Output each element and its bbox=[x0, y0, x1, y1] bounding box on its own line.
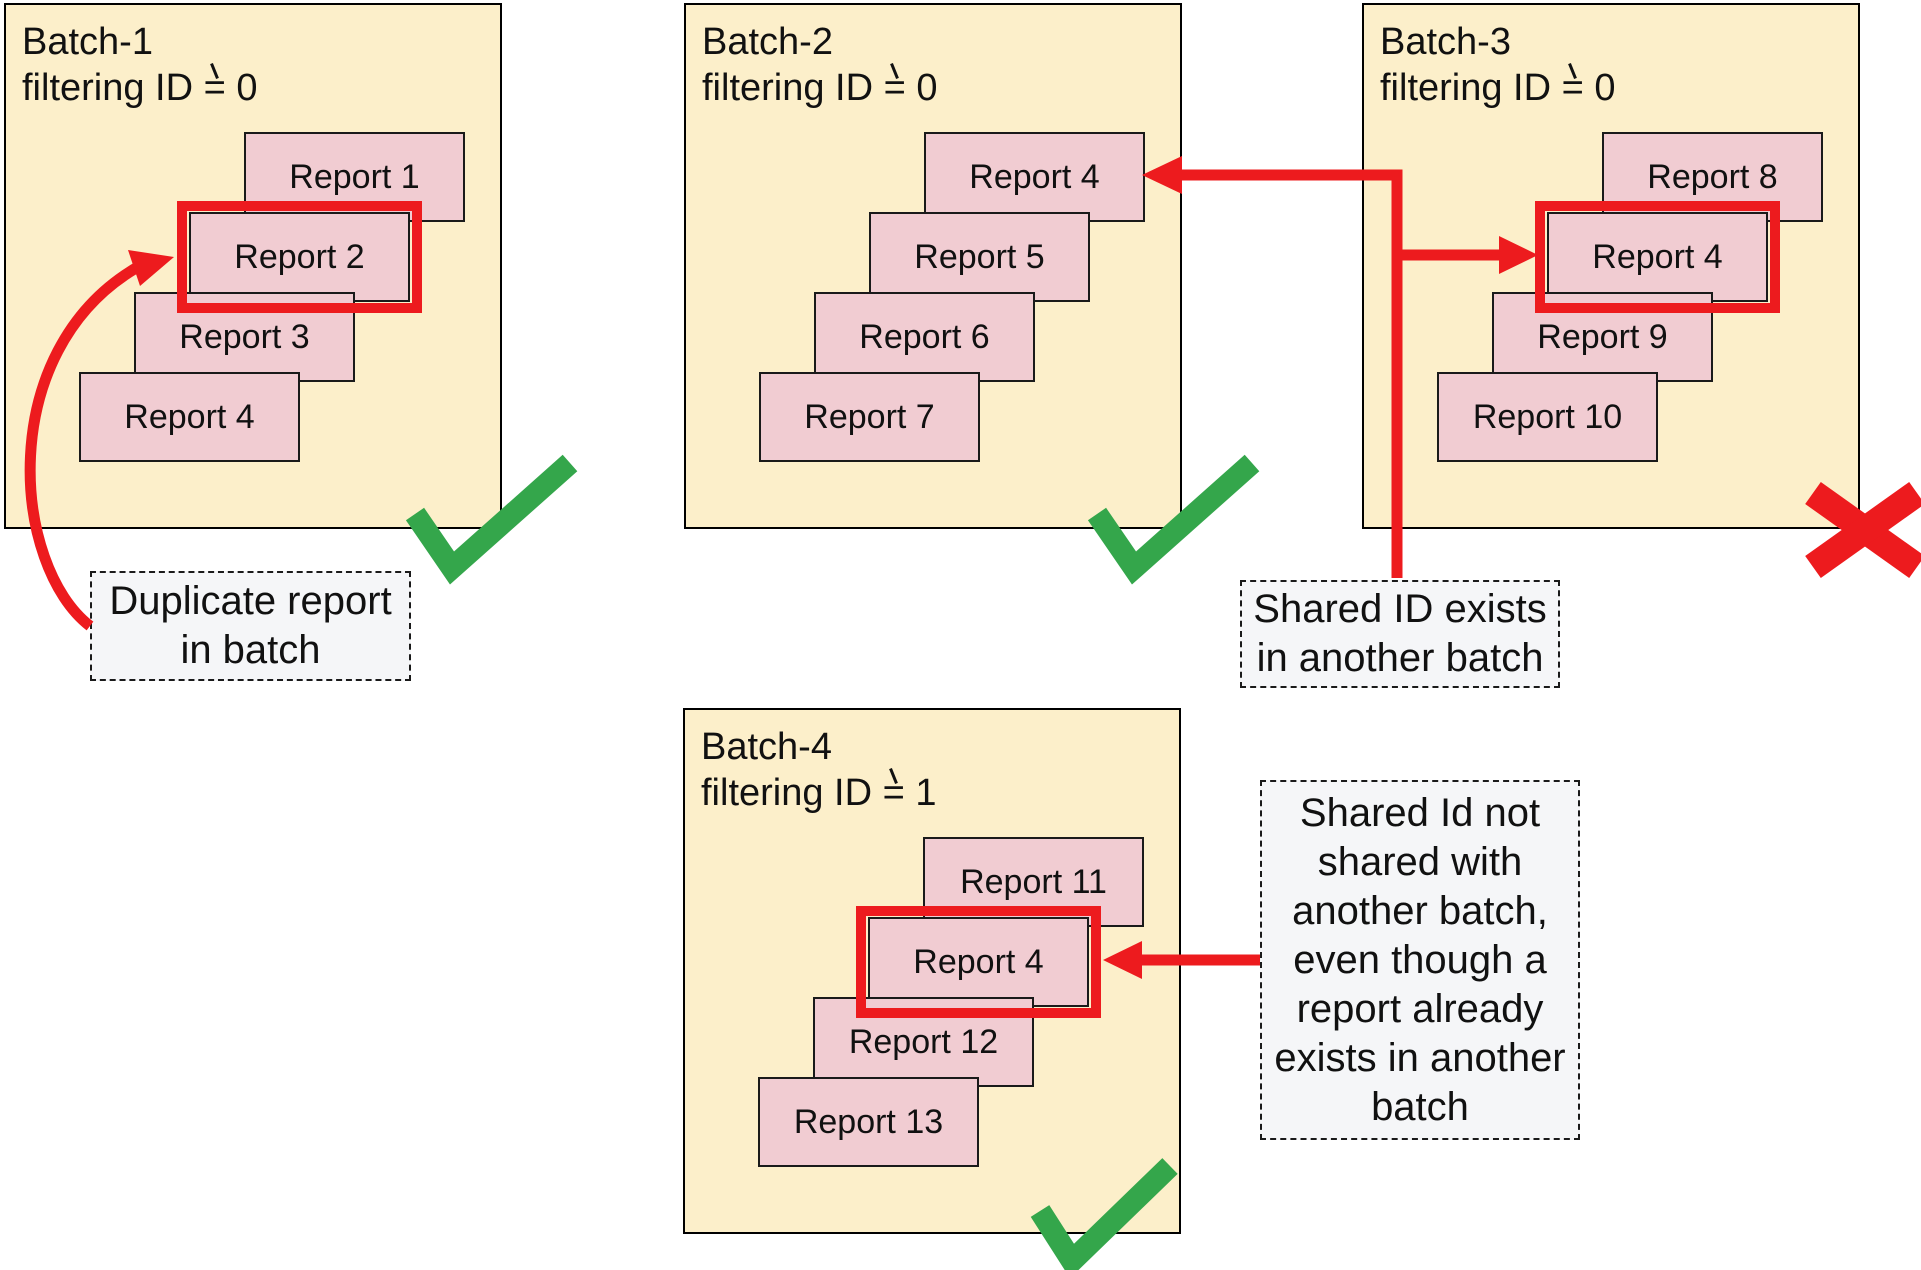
report-card: Report 4 bbox=[79, 372, 300, 462]
batch-4-title: Batch-4 filtering ID = 1 bbox=[701, 726, 937, 814]
report-label: Report 1 bbox=[289, 157, 420, 196]
report-card: Report 10 bbox=[1437, 372, 1658, 462]
report-card: Report 6 bbox=[814, 292, 1035, 382]
report-card: Report 11 bbox=[923, 837, 1144, 927]
report-card: Report 7 bbox=[759, 372, 980, 462]
report-label: Report 9 bbox=[1537, 317, 1668, 356]
report-label: Report 4 bbox=[124, 397, 255, 436]
report-label: Report 10 bbox=[1472, 397, 1623, 436]
batch-3-box: Batch-3 filtering ID = 0 Report 8 Report … bbox=[1362, 3, 1860, 529]
duplicate-highlight-outline bbox=[177, 201, 422, 313]
report-label: Report 11 bbox=[960, 862, 1107, 901]
report-label: Report 3 bbox=[179, 317, 310, 356]
shared-id-exists-note: Shared ID exists in another batch bbox=[1240, 580, 1560, 688]
batch-1-box: Batch-1 filtering ID = 0 Report 1 Report … bbox=[4, 3, 502, 529]
batch-3-title: Batch-3 filtering ID = 0 bbox=[1380, 21, 1616, 109]
batch-4-box: Batch-4 filtering ID = 1 Report 11 Report… bbox=[683, 708, 1181, 1234]
report-label: Report 13 bbox=[793, 1102, 944, 1141]
report-label: Report 4 bbox=[913, 942, 1044, 981]
duplicate-highlight-outline bbox=[856, 906, 1101, 1018]
duplicate-report-note: Duplicate report in batch bbox=[90, 571, 411, 681]
report-label: Report 7 bbox=[804, 397, 935, 436]
report-label: Report 6 bbox=[859, 317, 990, 356]
batch-2-box: Batch-2 filtering ID = 0 Report 4 Report … bbox=[684, 3, 1182, 529]
report-card: Report 4 bbox=[1547, 212, 1768, 302]
report-label: Report 8 bbox=[1647, 157, 1778, 196]
duplicate-highlight-outline bbox=[1535, 201, 1780, 313]
report-card: Report 13 bbox=[758, 1077, 979, 1167]
batch-2-title: Batch-2 filtering ID = 0 bbox=[702, 21, 938, 109]
batch-1-title: Batch-1 filtering ID = 0 bbox=[22, 21, 258, 109]
report-card: Report 5 bbox=[869, 212, 1090, 302]
report-label: Report 5 bbox=[914, 237, 1045, 276]
report-label: Report 4 bbox=[1592, 237, 1723, 276]
report-card: Report 4 bbox=[924, 132, 1145, 222]
report-card: Report 4 bbox=[868, 917, 1089, 1007]
report-label: Report 2 bbox=[234, 237, 365, 276]
report-label: Report 12 bbox=[848, 1022, 999, 1061]
shared-id-not-shared-note: Shared Id not shared with another batch,… bbox=[1260, 780, 1580, 1140]
report-label: Report 4 bbox=[969, 157, 1100, 196]
